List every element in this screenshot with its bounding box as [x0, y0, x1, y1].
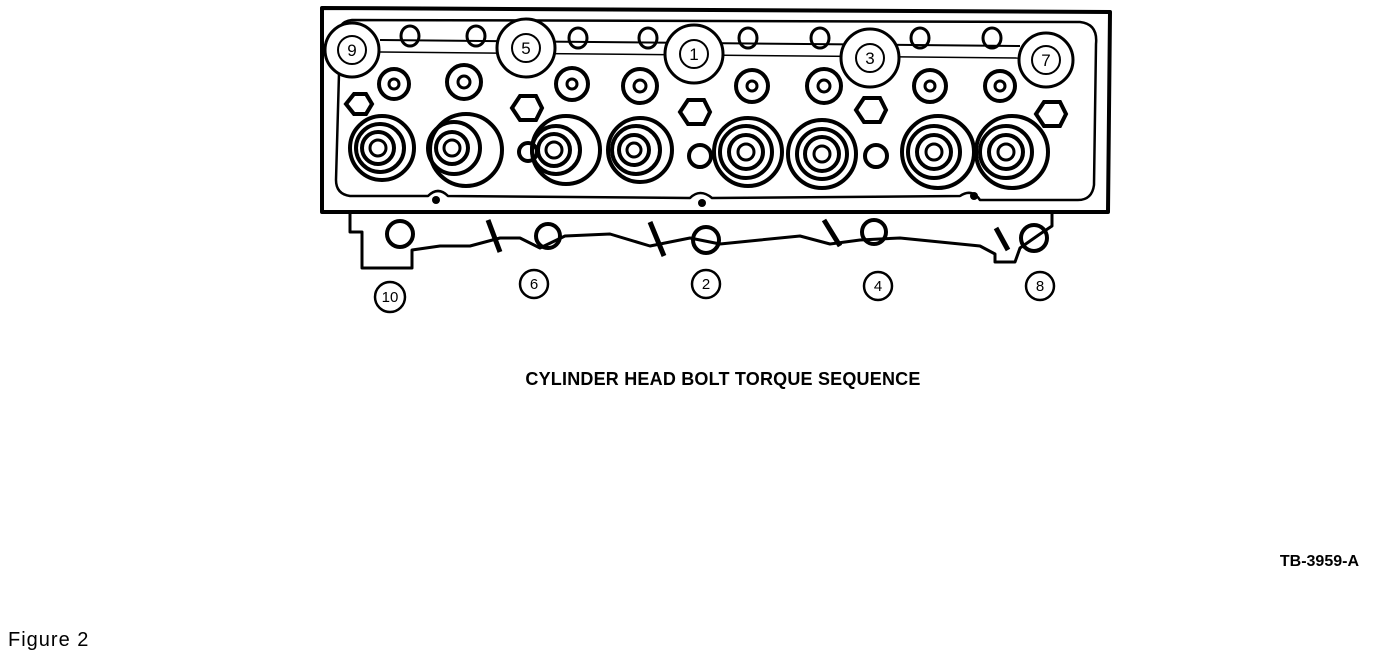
bolt-number-2: 2: [702, 276, 710, 293]
bolt-callout-10: 10: [373, 280, 407, 314]
bolt-callout-5: 5: [495, 17, 557, 79]
bolt-number-4: 4: [874, 278, 882, 295]
valve-seats: [348, 112, 1050, 190]
bolt-number-9: 9: [347, 41, 356, 60]
bolt-callout-9: 9: [323, 21, 381, 79]
bolt-number-6: 6: [530, 276, 538, 293]
hex-plugs: [343, 92, 1069, 169]
bolt-callout-4: 4: [862, 270, 894, 302]
rail-bosses: [399, 24, 1003, 50]
figure-label: Figure 2: [8, 629, 90, 651]
bolt-callout-2: 2: [690, 268, 722, 300]
bolt-number-7: 7: [1041, 51, 1050, 70]
pushrod-bosses: [377, 63, 1017, 105]
bolt-callout-1: 1: [663, 23, 725, 85]
bolt-callout-8: 8: [1024, 270, 1056, 302]
cylinder-head-diagram: 9 5 1 3 7 10 6 2 4 8: [320, 6, 1112, 314]
bolt-number-10: 10: [382, 289, 399, 306]
bolt-number-8: 8: [1036, 278, 1044, 295]
bolt-callout-3: 3: [839, 27, 901, 89]
bolt-number-3: 3: [865, 49, 874, 68]
bolt-callout-6: 6: [518, 268, 550, 300]
bolt-number-5: 5: [521, 39, 530, 58]
lower-fittings: [485, 218, 1011, 257]
bolt-callout-7: 7: [1017, 31, 1075, 89]
lower-bolt-bosses: [385, 218, 1049, 255]
bolt-number-1: 1: [689, 45, 698, 64]
locating-dowels: [432, 192, 978, 207]
diagram-caption: CYLINDER HEAD BOLT TORQUE SEQUENCE: [525, 369, 921, 389]
document-code: TB-3959-A: [1279, 553, 1359, 570]
